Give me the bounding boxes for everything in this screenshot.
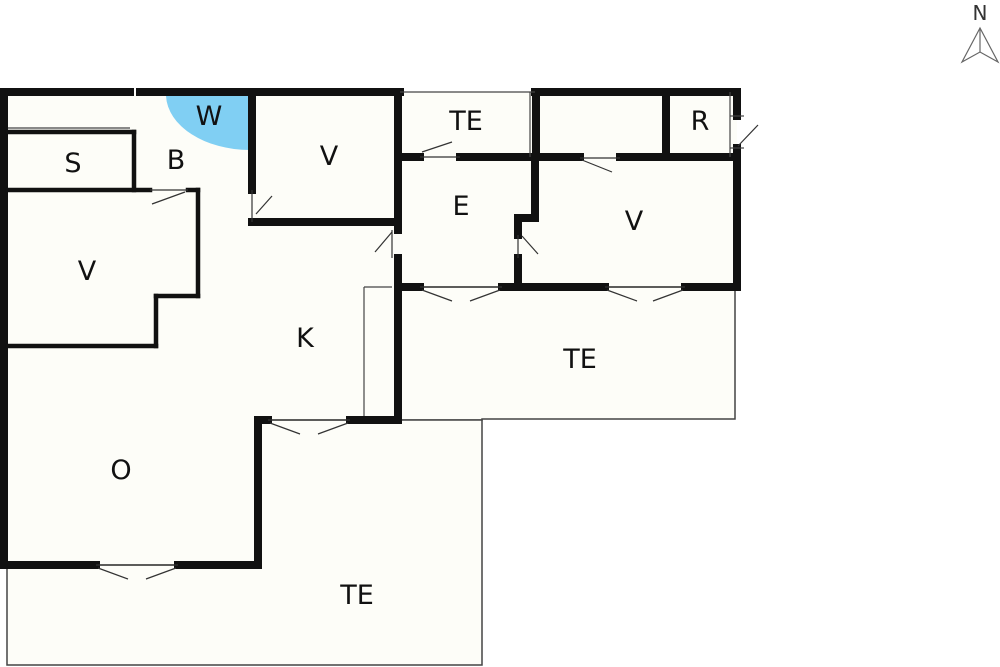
room-label-r: R <box>691 106 710 137</box>
details <box>8 91 744 416</box>
room-label-o: O <box>110 455 131 486</box>
room-label-w: W <box>196 101 223 132</box>
room-label-v-right: V <box>625 206 644 237</box>
compass: N <box>960 1 1000 64</box>
room-label-te-right: TE <box>562 344 597 375</box>
room-label-k: K <box>296 323 315 354</box>
room-label-te-top: TE <box>448 106 483 137</box>
inner-walls <box>5 129 201 349</box>
floor-areas <box>6 92 737 666</box>
wc-door-arc <box>166 96 250 151</box>
room-labels: W S B V V V TE E R K TE O TE <box>64 101 709 611</box>
house-floor <box>7 92 737 565</box>
room-label-s: S <box>64 148 81 179</box>
terrace-top-floor <box>400 92 535 157</box>
room-label-e: E <box>452 191 469 222</box>
walls <box>0 88 741 569</box>
room-label-v-left: V <box>78 256 97 287</box>
room-label-b: B <box>167 145 186 176</box>
room-label-v-top: V <box>320 141 339 172</box>
compass-label: N <box>973 1 988 25</box>
doors <box>96 124 759 580</box>
room-label-te-bottom: TE <box>339 580 374 611</box>
